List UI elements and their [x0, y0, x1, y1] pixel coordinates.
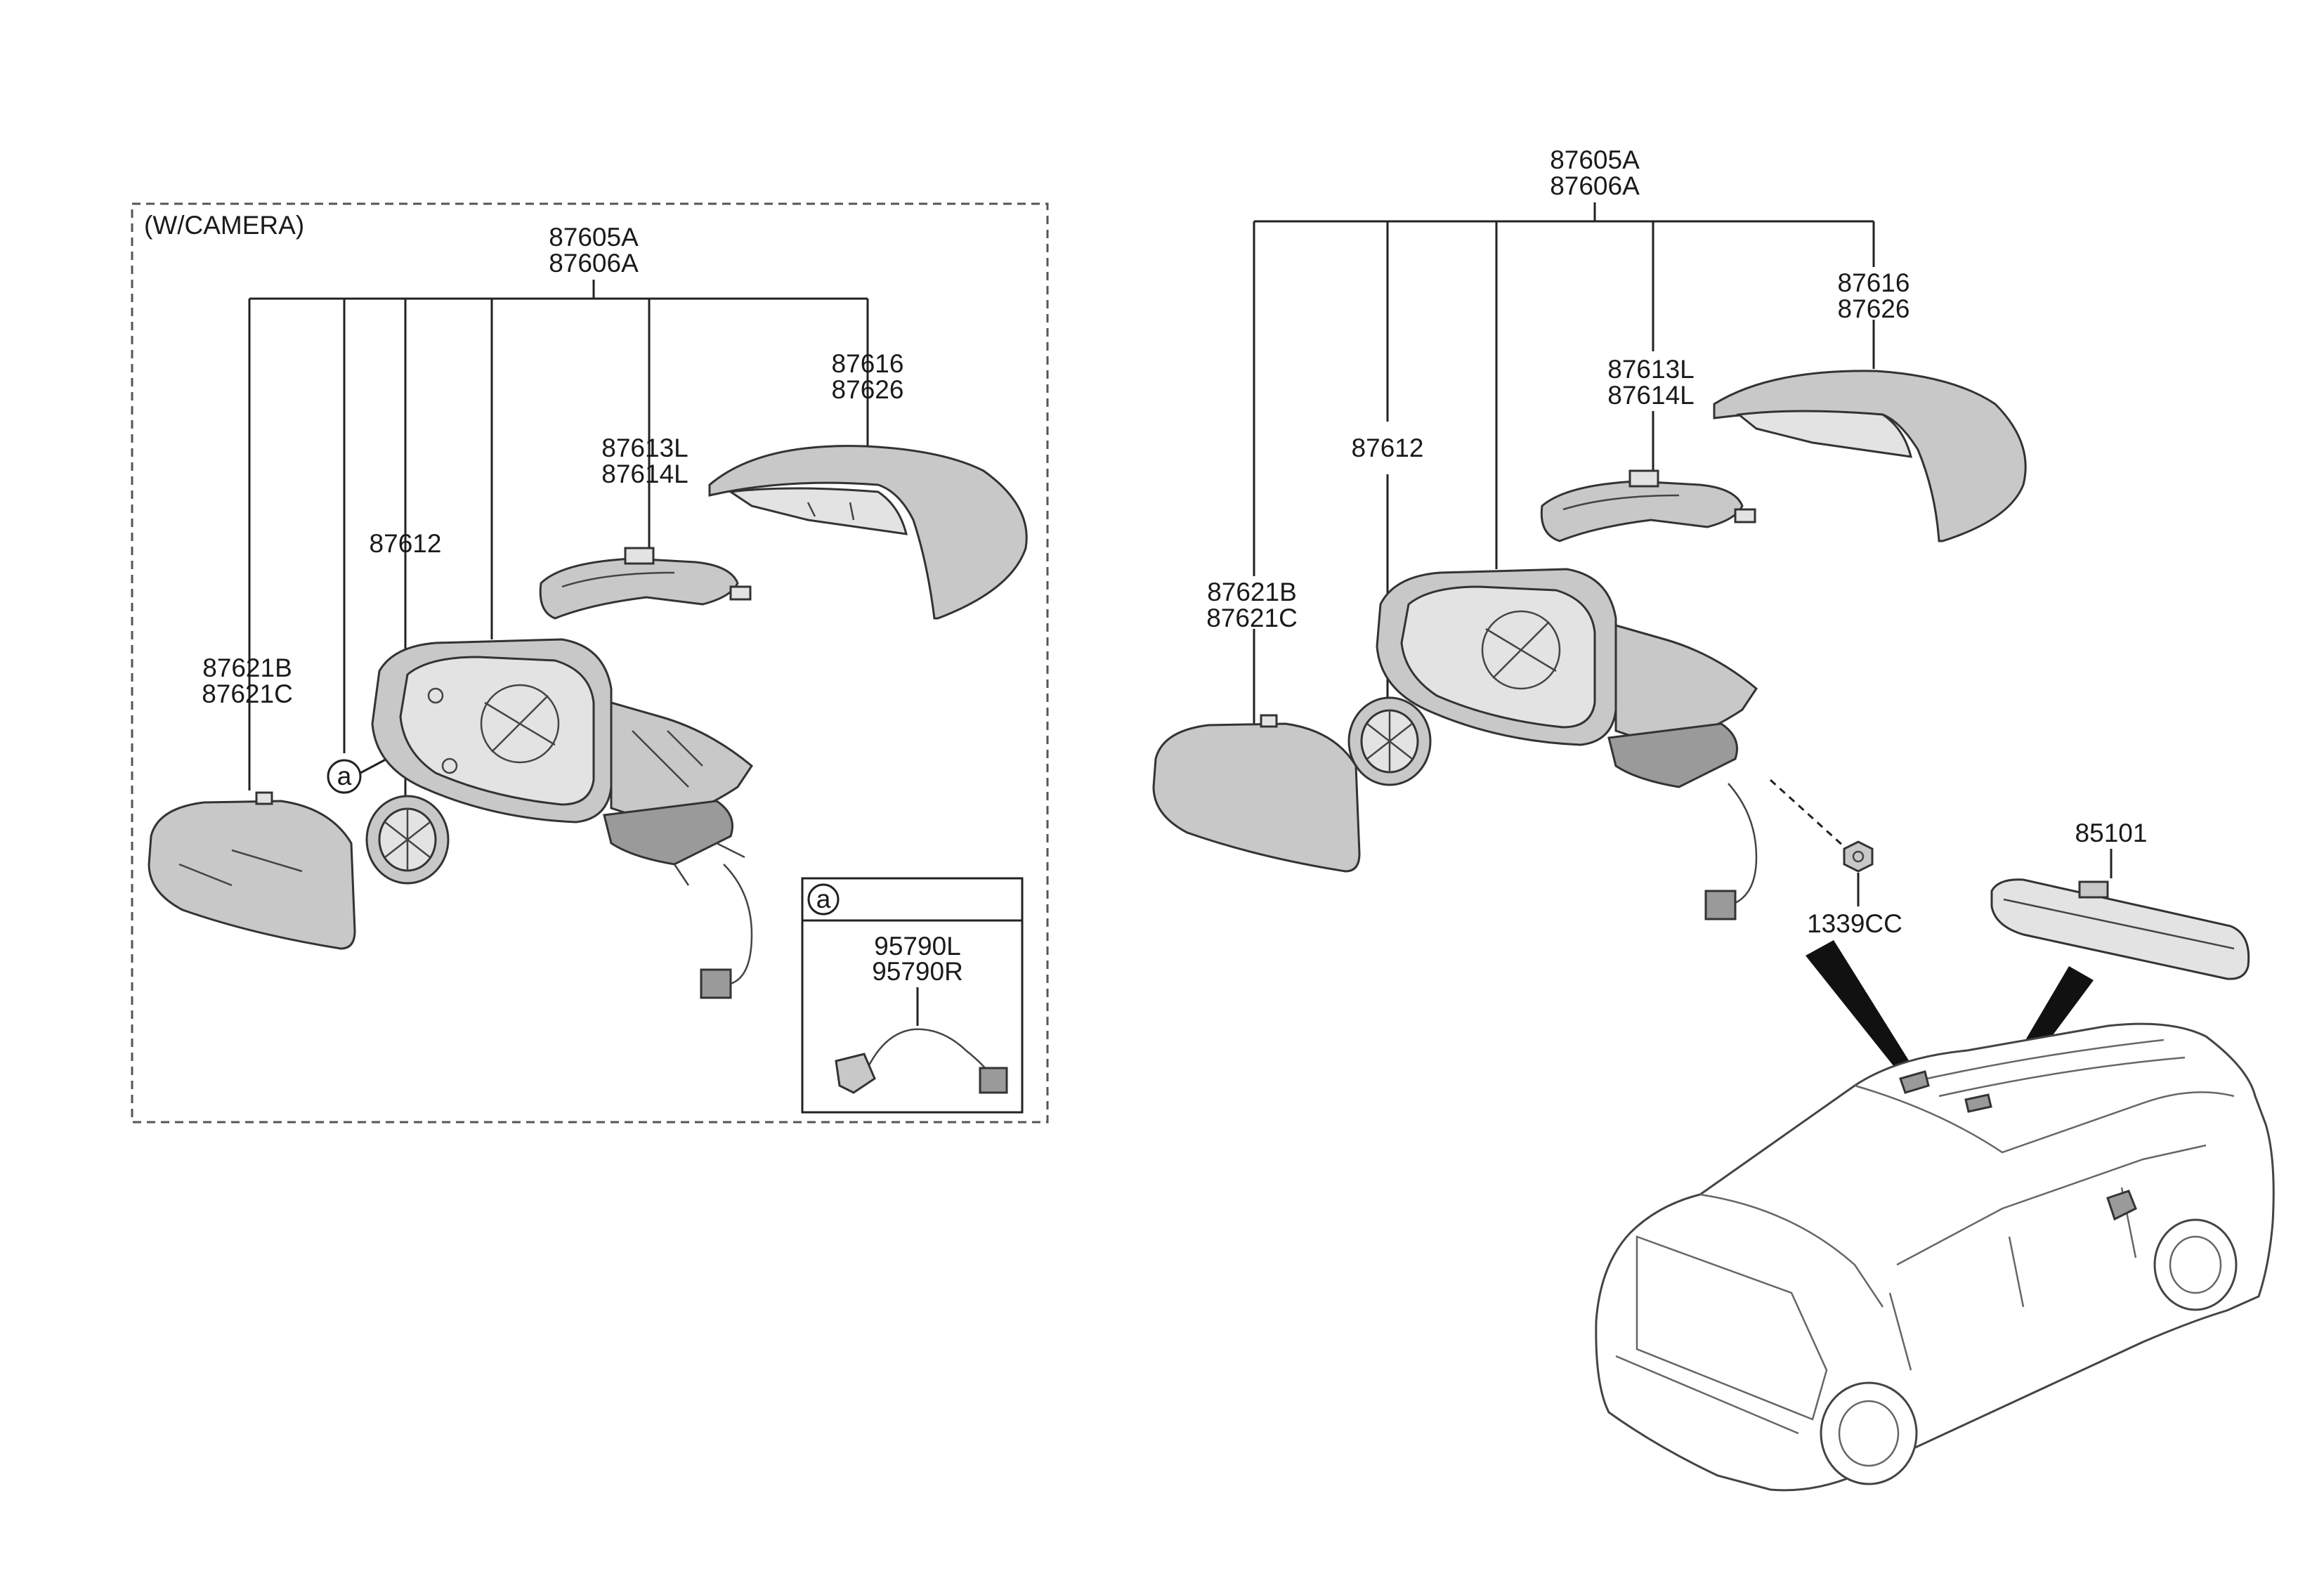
- right-cover-label-2: 87626: [1838, 294, 1910, 323]
- left-cover-label-2: 87626: [832, 375, 904, 404]
- left-cover-label-1: 87616: [832, 349, 904, 378]
- left-assembly-label-1: 87605A: [549, 223, 639, 252]
- camera-variant-dashed-box: [131, 202, 1049, 1124]
- standard-variant-group: 87605A 87606A 87616 87626 87613L 87614L …: [1152, 145, 2275, 1492]
- inside-mirror-label: 85101: [2075, 819, 2148, 847]
- vehicle-suv-outline: [1595, 1022, 2275, 1492]
- right-assembly-leader-tree: [1253, 202, 1875, 724]
- left-mirror-housing: [371, 638, 753, 999]
- left-assembly-label-2: 87606A: [549, 249, 639, 278]
- left-mirror-cover: [708, 445, 1028, 620]
- inset-camera-label-1: 95790L: [874, 932, 960, 961]
- left-lamp-label-1: 87613L: [601, 434, 688, 462]
- inset-callout-letter: a: [816, 885, 831, 913]
- camera-inset-box: a 95790L 95790R: [801, 877, 1024, 1114]
- inset-callout-circle: [807, 883, 840, 916]
- right-actuator-label: 87612: [1352, 434, 1424, 462]
- right-glass-label-2: 87621C: [1206, 604, 1298, 632]
- nut-location-pointer: [1806, 940, 1918, 1081]
- left-lamp-label-2: 87614L: [601, 460, 688, 488]
- right-mirror-glass: [1152, 714, 1361, 873]
- left-side-repeater-lamp: [539, 547, 752, 620]
- camera-variant-group: (W/CAMERA) 87605A 87606A 87616 87626 876…: [131, 202, 1049, 1124]
- nut-label: 1339CC: [1807, 909, 1902, 938]
- left-actuator-label: 87612: [370, 529, 442, 558]
- right-assembly-label-2: 87606A: [1550, 171, 1640, 200]
- right-lamp-label-2: 87614L: [1607, 381, 1694, 410]
- inset-camera-label-2: 95790R: [872, 957, 963, 986]
- right-mirror-actuator: [1347, 696, 1432, 786]
- right-mirror-housing: [1376, 568, 1846, 920]
- inside-rearview-mirror: [1990, 878, 2250, 980]
- right-assembly-label-1: 87605A: [1550, 145, 1640, 174]
- right-glass-label-1: 87621B: [1207, 578, 1297, 606]
- right-side-repeater-lamp: [1540, 469, 1756, 542]
- right-cover-label-1: 87616: [1838, 268, 1910, 297]
- camera-variant-title: (W/CAMERA): [144, 211, 304, 240]
- left-callout-letter: a: [337, 762, 352, 790]
- left-mirror-actuator: [365, 795, 450, 885]
- left-mirror-glass: [148, 791, 356, 950]
- left-glass-label-2: 87621C: [202, 679, 293, 708]
- right-lamp-label-1: 87613L: [1607, 355, 1694, 384]
- right-mirror-cover: [1713, 370, 2027, 542]
- left-glass-label-1: 87621B: [202, 653, 292, 682]
- left-callout-circle: [327, 759, 362, 794]
- left-assembly-leader-tree: [248, 280, 869, 798]
- side-camera-harness: [835, 1028, 1008, 1094]
- hex-nut-part: [1843, 840, 1874, 906]
